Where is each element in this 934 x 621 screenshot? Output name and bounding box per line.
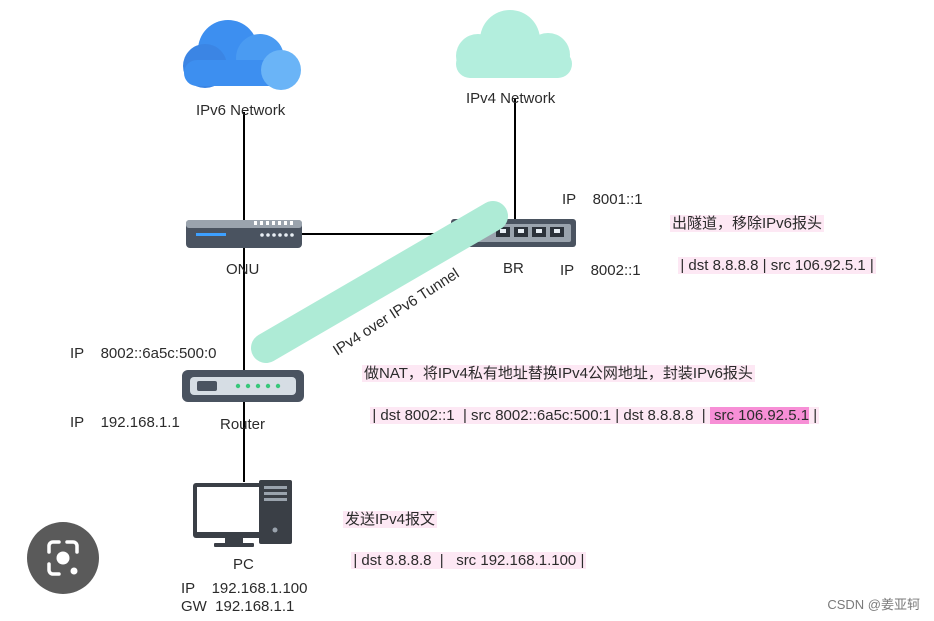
router-note-title: 做NAT，将IPv4私有地址替换IPv4公网地址，封装IPv6报头 — [362, 364, 755, 384]
br-note-packet-text: | dst 8.8.8.8 | src 106.92.5.1 | — [678, 257, 876, 274]
router-note-packet-pre: | dst 8002::1 | src 8002::6a5c:500:1 | d… — [370, 407, 710, 424]
pc-note-title: 发送IPv4报文 — [343, 510, 438, 530]
router-note-packet: | dst 8002::1 | src 8002::6a5c:500:1 | d… — [362, 386, 820, 426]
ipv6-network-label: IPv6 Network — [196, 102, 286, 119]
pc-note-packet: | dst 8.8.8.8 | src 192.168.1.100 | — [343, 531, 587, 571]
br-ip-bottom: IP 8002::1 — [560, 262, 641, 279]
router-label: Router — [220, 416, 266, 433]
router-ipv4: IP 192.168.1.1 — [70, 414, 180, 431]
pc-ip: IP 192.168.1.100 — [181, 580, 308, 597]
ipv6-cloud-icon — [183, 20, 301, 90]
ipv4-network-label: IPv4 Network — [466, 90, 556, 107]
router-note-title-text: 做NAT，将IPv4私有地址替换IPv4公网地址，封装IPv6报头 — [362, 365, 755, 382]
search-lens-icon[interactable] — [27, 522, 99, 594]
router-note-packet-highlight: src 106.92.5.1 — [709, 407, 810, 424]
computer-icon — [193, 480, 292, 547]
br-ip-top: IP 8001::1 — [562, 191, 643, 208]
router-note-packet-post: | — [809, 407, 820, 424]
pc-gw: GW 192.168.1.1 — [181, 598, 295, 615]
br-label: BR — [503, 260, 524, 277]
onu-device-icon — [186, 220, 302, 248]
br-note-title: 出隧道，移除IPv6报头 — [670, 214, 825, 234]
ipv4-over-ipv6-tunnel — [251, 201, 508, 363]
pc-note-packet-text: | dst 8.8.8.8 | src 192.168.1.100 | — [351, 552, 587, 569]
onu-label: ONU — [226, 261, 260, 278]
ipv4-cloud-icon — [456, 10, 572, 78]
br-note-packet: | dst 8.8.8.8 | src 106.92.5.1 | — [670, 236, 876, 276]
br-note-title-text: 出隧道，移除IPv6报头 — [670, 215, 825, 232]
pc-note-title-text: 发送IPv4报文 — [343, 511, 438, 528]
router-device-icon — [182, 370, 304, 402]
watermark: CSDN @姜亚轲 — [827, 597, 920, 612]
router-ipv6: IP 8002::6a5c:500:0 — [70, 345, 217, 362]
pc-label: PC — [233, 556, 254, 573]
